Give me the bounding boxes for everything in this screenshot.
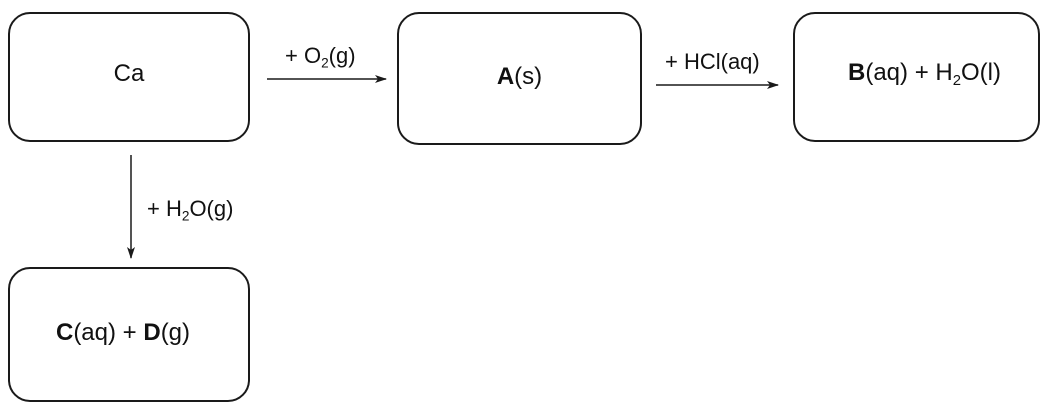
node-a-state: (s) [514,62,543,90]
node-cd-label: C(aq) + D(g) [56,319,190,347]
node-b: B(aq) + H2O(l) [793,12,1040,142]
node-a-symbol: A [496,62,515,90]
node-cd-symbol-c: C [55,318,74,346]
node-ca-label: Ca [113,60,145,87]
edge-h2o-subscript: 2 [181,208,190,224]
node-cd-text-1: (aq) + [73,318,144,346]
edge-label-hcl: + HCl(aq) [665,49,760,74]
node-b-symbol: B [848,59,866,86]
edge-o2-prefix: + O [285,43,322,68]
edge-o2-suffix: (g) [328,43,356,68]
node-b-text-2: O(l) [961,59,1001,86]
edge-label-o2: + O2(g) [285,43,356,71]
edge-label-h2o: + H2O(g) [147,196,234,224]
edge-h2o-suffix: O(g) [189,196,234,221]
node-b-label: B(aq) + H2O(l) [848,59,1001,89]
node-b-subscript: 2 [952,72,961,89]
node-cd: C(aq) + D(g) [8,267,250,402]
node-ca: Ca [8,12,250,142]
node-cd-symbol-d: D [143,318,161,346]
node-a-label: A(s) [497,63,542,91]
edge-o2-subscript: 2 [321,55,329,71]
edge-h2o-prefix: + H [147,196,182,221]
node-b-text-1: (aq) + H [865,59,953,86]
node-cd-text-2: (g) [160,318,191,346]
node-a: A(s) [397,12,642,145]
